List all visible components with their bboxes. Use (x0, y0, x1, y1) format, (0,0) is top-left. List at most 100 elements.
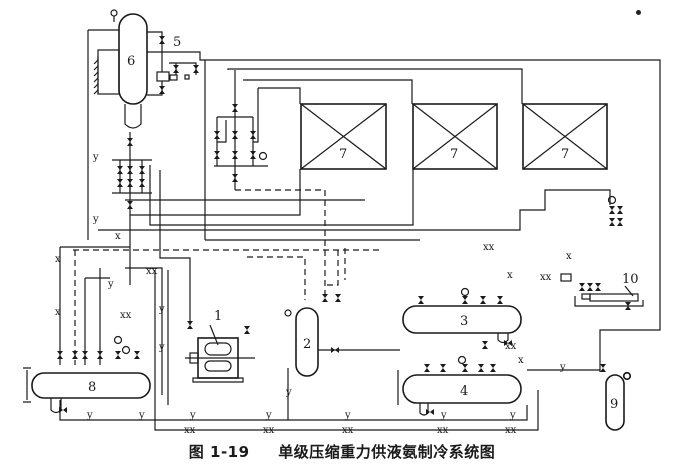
valve-icon (127, 201, 133, 209)
valve-icon (127, 138, 133, 146)
evaporator-7c: 7 (522, 103, 608, 170)
valve-icon (490, 364, 496, 372)
air-separator-10: 10 (560, 272, 644, 307)
valve-icon (462, 364, 468, 372)
valve-icon (478, 364, 484, 372)
oil-separator-2: 2 (284, 307, 400, 420)
valve-icon (159, 36, 165, 44)
hatch-wall-icon (93, 56, 99, 95)
valve-icon (600, 364, 606, 372)
valve-icon (72, 351, 78, 359)
valve-icon (617, 218, 623, 226)
valve-icon (117, 179, 123, 187)
valve-icon (617, 206, 623, 214)
label-2: 2 (303, 337, 311, 352)
valve-icon (214, 131, 220, 139)
label-6: 6 (127, 54, 135, 69)
valve-icon (134, 351, 140, 359)
pressure-gauge-icon (622, 371, 632, 381)
valve-icon (609, 218, 615, 226)
label-10: 10 (622, 272, 639, 287)
label-7b: 7 (450, 147, 458, 162)
marker-x: x (55, 307, 61, 318)
marker-y: y (138, 410, 145, 421)
marker-xx: xx (505, 425, 517, 436)
marker-xx: xx (184, 425, 196, 436)
valve-icon (232, 174, 238, 182)
marker-y: y (344, 410, 351, 421)
valve-icon (232, 131, 238, 139)
marker-y: y (107, 279, 114, 290)
compressor-1: 1 (185, 309, 255, 383)
valve-icon (331, 347, 339, 353)
figure-caption: 图 1-19 单级压缩重力供液氨制冷系统图 (0, 441, 684, 462)
float-valve-5: 5 (147, 31, 197, 96)
label-1: 1 (214, 309, 222, 324)
valve-icon (232, 151, 238, 159)
valve-icon (57, 351, 63, 359)
marker-xx: xx (263, 425, 275, 436)
valve-icon (159, 86, 165, 94)
pressure-gauge-icon (460, 287, 470, 297)
marker-x: x (518, 355, 524, 366)
marker-x: x (115, 231, 121, 242)
marker-x: x (566, 251, 572, 262)
valve-icon (250, 151, 256, 159)
valve-icon (173, 65, 179, 73)
label-5: 5 (173, 35, 181, 50)
marker-y: y (509, 410, 516, 421)
valve-icon (480, 296, 486, 304)
valve-icon (595, 283, 601, 291)
marker-y: y (189, 410, 196, 421)
marker-y: y (440, 410, 447, 421)
condenser-3: 3 (402, 305, 522, 344)
label-7c: 7 (561, 147, 569, 162)
valve-icon (244, 326, 250, 334)
marker-y: y (158, 304, 165, 315)
valve-icon (609, 206, 615, 214)
valve-icon (426, 409, 434, 415)
valve-icon (139, 179, 145, 187)
marker-xx: xx (437, 425, 449, 436)
marker-y: y (559, 362, 566, 373)
valve-icon (250, 131, 256, 139)
valve-icon (579, 283, 585, 291)
marker-xx: xx (120, 310, 132, 321)
pressure-gauge-icon (113, 335, 123, 345)
label-8: 8 (88, 380, 96, 395)
valves (57, 36, 632, 415)
marker-y: y (265, 410, 272, 421)
valve-icon (117, 166, 123, 174)
marker-x: x (507, 270, 513, 281)
label-7a: 7 (339, 147, 347, 162)
marker-y: y (92, 214, 99, 225)
valve-icon (587, 283, 593, 291)
valve-icon (625, 302, 631, 310)
valve-icon (418, 296, 424, 304)
marker-xx: xx (505, 341, 517, 352)
label-3: 3 (460, 314, 468, 329)
marker-y: y (158, 342, 165, 353)
evaporator-manifold (214, 68, 523, 190)
marker-x: x (55, 254, 61, 265)
valve-icon (482, 341, 488, 349)
valve-icon (232, 104, 238, 112)
high-pressure-receiver-4: 4 (397, 370, 522, 416)
valve-icon (127, 166, 133, 174)
valve-icon (424, 364, 430, 372)
valve-icon (497, 296, 503, 304)
figure-title: 单级压缩重力供液氨制冷系统图 (278, 443, 496, 461)
marker-xx: xx (146, 266, 158, 277)
valve-icon (335, 294, 341, 302)
valve-icon (187, 321, 193, 329)
pressure-gauge-icon (258, 151, 268, 161)
pressure-gauge-icon (121, 345, 131, 355)
main-pipes (59, 29, 661, 405)
valve-icon (127, 179, 133, 187)
valve-icon (214, 151, 220, 159)
valve-icon (504, 340, 512, 346)
label-9: 9 (610, 397, 618, 412)
valve-icon (115, 351, 121, 359)
valve-icon (193, 65, 199, 73)
